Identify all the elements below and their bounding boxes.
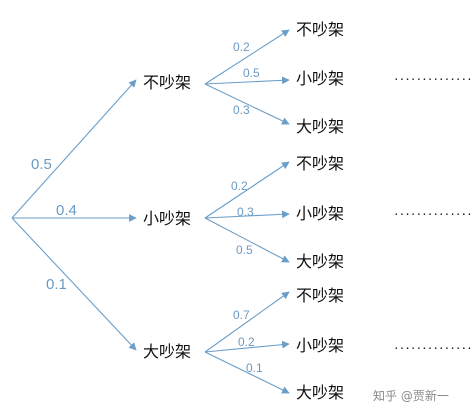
child-prob: 0.2 bbox=[233, 40, 250, 54]
branch-prob: 0.1 bbox=[46, 276, 67, 293]
ellipsis: ................ bbox=[393, 339, 474, 352]
child-prob: 0.2 bbox=[238, 335, 255, 349]
ellipsis: ................ bbox=[393, 205, 474, 218]
child-prob: 0.3 bbox=[237, 205, 254, 219]
child-prob: 0.3 bbox=[233, 103, 250, 117]
node-level2: 小吵架 bbox=[296, 336, 345, 355]
node-level2: 小吵架 bbox=[296, 69, 345, 88]
edge-root-to-level1 bbox=[11, 79, 137, 219]
edge-level1-to-level2 bbox=[204, 29, 290, 85]
node-level2: 不吵架 bbox=[296, 154, 345, 173]
edge-level1-to-level2 bbox=[204, 291, 290, 353]
branch-prob: 0.5 bbox=[31, 156, 52, 173]
edge-root-to-level1 bbox=[11, 217, 137, 351]
node-level2: 大吵架 bbox=[296, 383, 345, 402]
edge-level1-to-level2 bbox=[204, 210, 290, 219]
branch-prob: 0.4 bbox=[56, 202, 77, 219]
node-level2: 不吵架 bbox=[296, 286, 345, 305]
node-level2: 不吵架 bbox=[296, 20, 345, 39]
watermark: 知乎 @贾新一 bbox=[373, 389, 449, 403]
edge-level1-to-level2 bbox=[204, 217, 290, 263]
child-prob: 0.7 bbox=[233, 308, 250, 322]
edge-level1-to-level2 bbox=[204, 76, 290, 85]
edge-level1-to-level2 bbox=[204, 161, 290, 219]
edge-level1-to-level2 bbox=[204, 340, 290, 353]
child-prob: 0.5 bbox=[243, 66, 260, 80]
node-level1: 小吵架 bbox=[143, 209, 192, 228]
node-level2: 大吵架 bbox=[296, 252, 345, 271]
ellipsis: ................ bbox=[393, 70, 474, 83]
edge-level1-to-level2 bbox=[204, 351, 290, 394]
child-prob: 0.2 bbox=[231, 179, 248, 193]
edge-level1-to-level2 bbox=[204, 83, 290, 125]
node-level2: 小吵架 bbox=[296, 204, 345, 223]
node-level2: 大吵架 bbox=[296, 117, 345, 136]
node-level1: 不吵架 bbox=[143, 73, 192, 92]
child-prob: 0.1 bbox=[246, 361, 263, 375]
node-level1: 大吵架 bbox=[143, 342, 192, 361]
child-prob: 0.5 bbox=[236, 243, 253, 257]
